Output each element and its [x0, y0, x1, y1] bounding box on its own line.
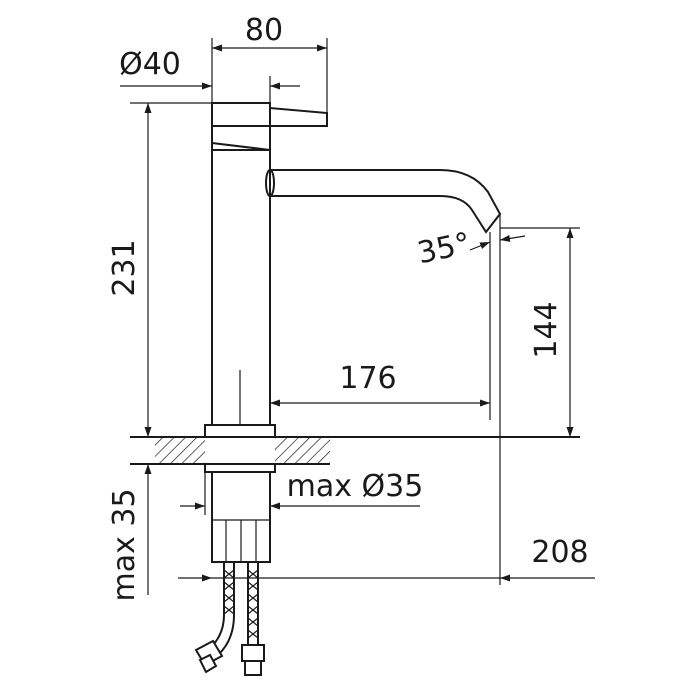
label-max-35: max 35 [107, 488, 142, 601]
label-diameter-40: Ø40 [119, 47, 181, 82]
mounting-nut [204, 463, 276, 473]
supply-hoses [194, 562, 265, 676]
dimension-208: 208 [178, 535, 595, 582]
countertop [130, 436, 580, 465]
main-column [211, 149, 271, 426]
dimension-diameter-40: Ø40 [119, 47, 300, 103]
hose-nut-left-body [198, 653, 218, 674]
spout-joint [265, 169, 275, 197]
label-144: 144 [529, 301, 564, 358]
label-angle-35: 35° [414, 226, 473, 271]
handle-cap [211, 102, 271, 127]
spout [269, 169, 502, 234]
hose-nut-right-body [244, 660, 262, 676]
label-176: 176 [339, 361, 396, 396]
dimension-max-diameter-35: max Ø35 [180, 469, 423, 515]
dimension-231: 231 [107, 102, 212, 437]
hose-nut-right [241, 644, 265, 662]
dimension-max-35: max 35 [107, 463, 155, 602]
label-208: 208 [531, 535, 588, 570]
dimension-144: 144 [500, 227, 580, 437]
label-231: 231 [107, 239, 142, 296]
label-max-diameter-35: max Ø35 [287, 469, 424, 504]
faucet-body [204, 101, 502, 438]
mounting-assembly [204, 463, 276, 563]
label-80: 80 [245, 13, 283, 48]
dimension-angle-35: 35° [414, 214, 526, 585]
dimension-176: 176 [270, 361, 490, 407]
dimension-80: 80 [211, 13, 328, 113]
base-flange [204, 424, 276, 438]
